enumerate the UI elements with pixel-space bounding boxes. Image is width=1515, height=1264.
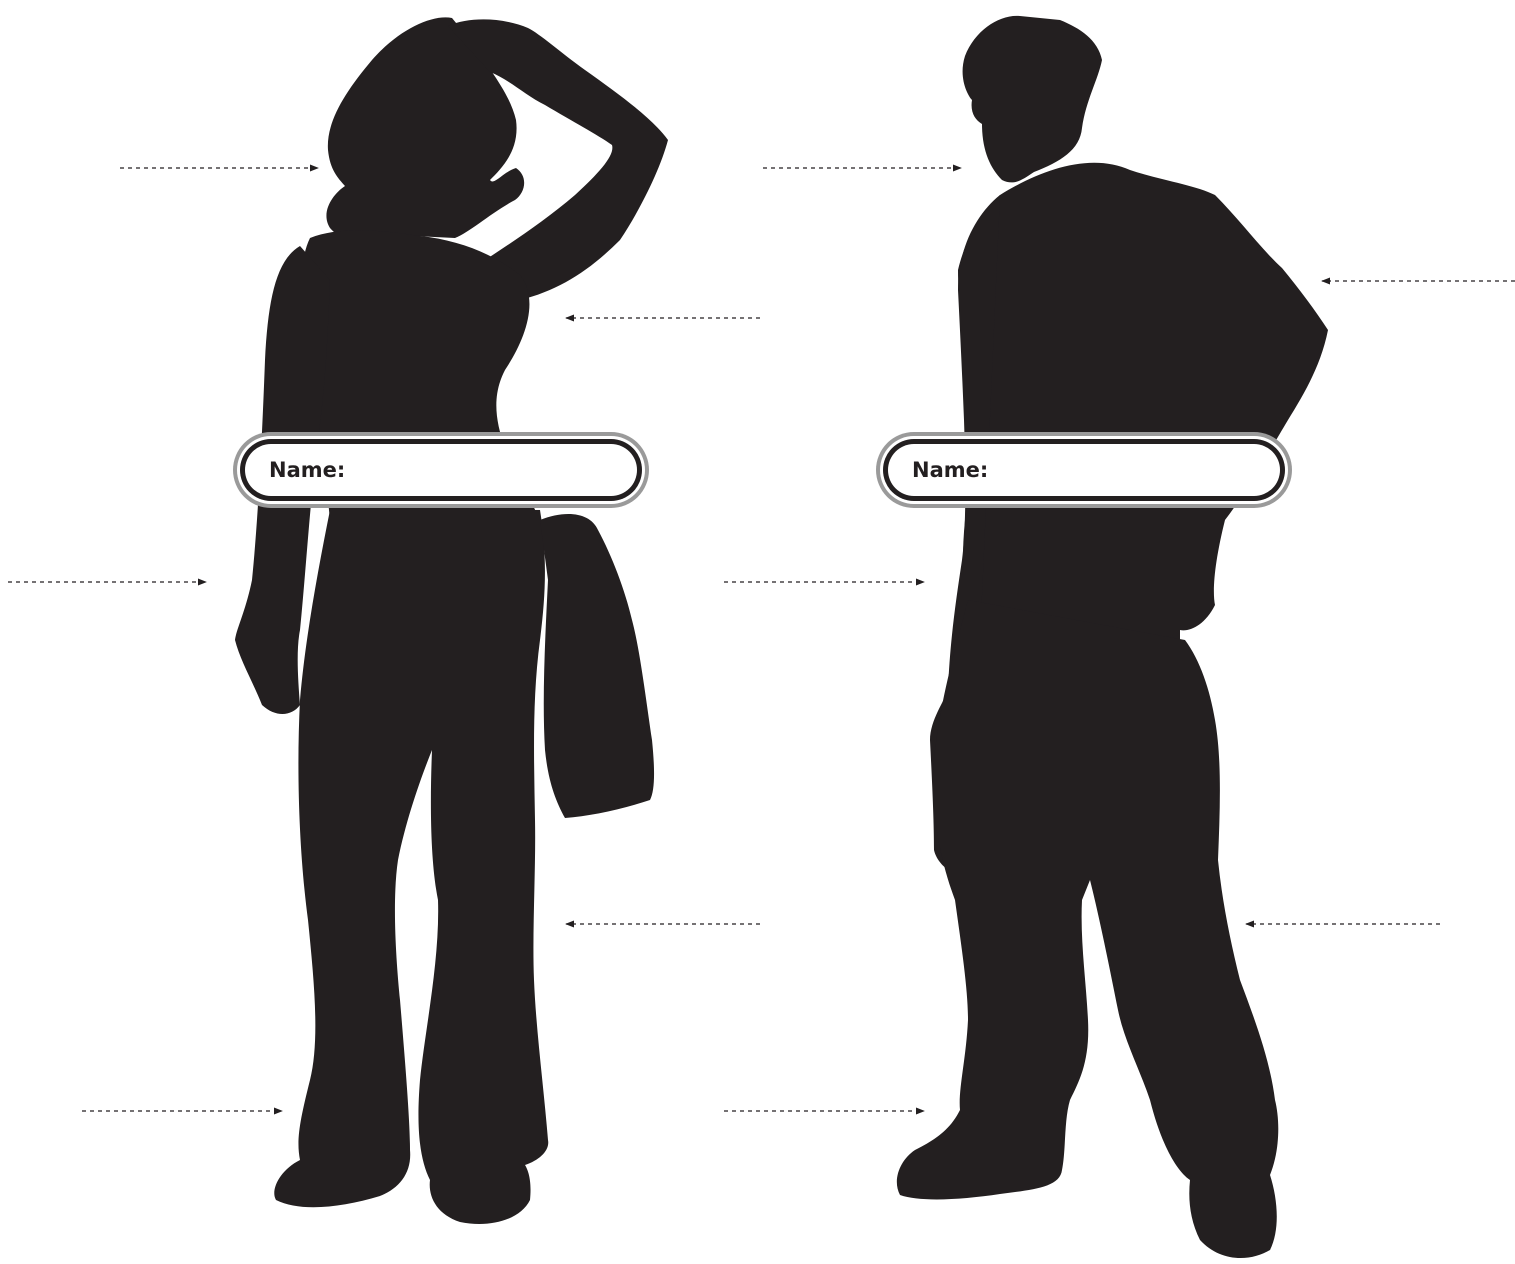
right-figure-silhouette [897, 16, 1328, 1258]
right-figure-torso [958, 163, 1328, 640]
left-name-label: Name: [269, 458, 345, 482]
right-name-box[interactable]: Name: [876, 432, 1292, 508]
right-figure-legs [897, 600, 1278, 1258]
right-name-label: Name: [912, 458, 988, 482]
right-figure-head [963, 16, 1102, 183]
left-figure-shoulder-bag [540, 514, 654, 818]
left-name-box[interactable]: Name: [233, 432, 649, 508]
left-figure-silhouette [235, 17, 668, 1224]
left-figure-legs [274, 510, 548, 1224]
